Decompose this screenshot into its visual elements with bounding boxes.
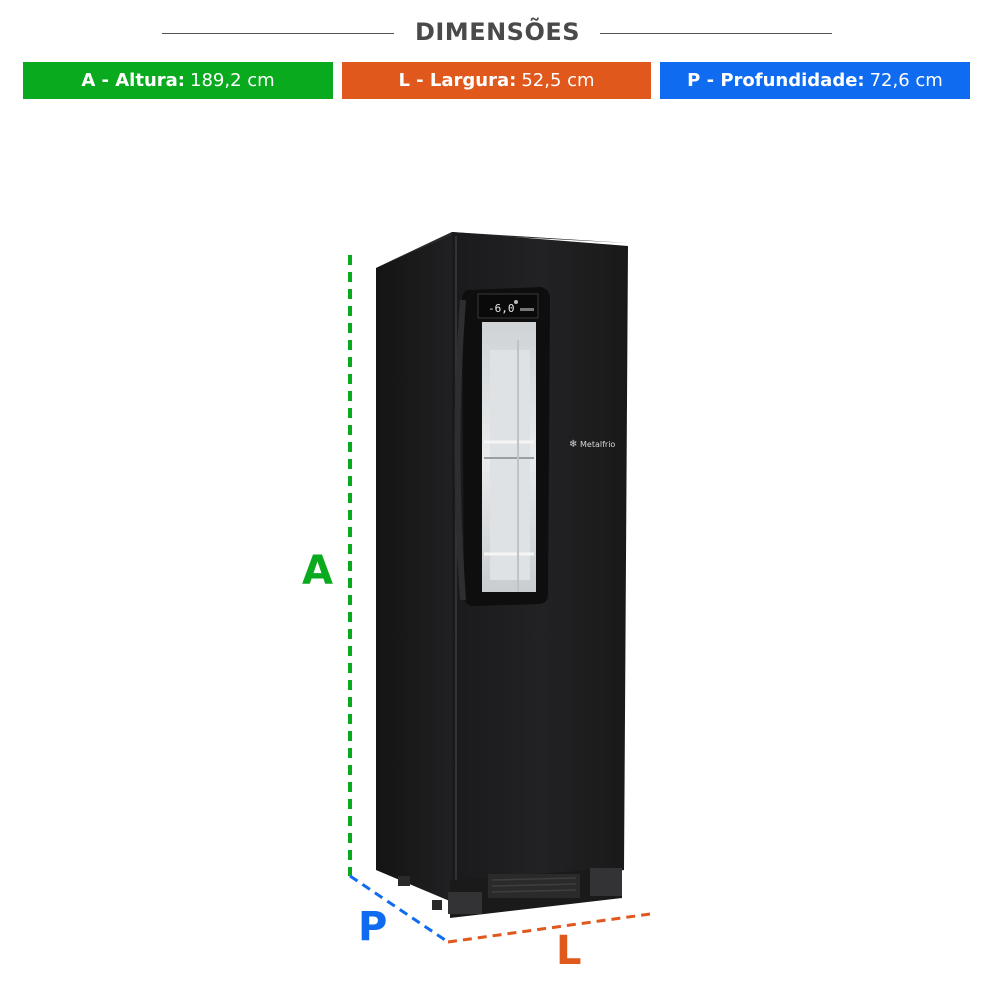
depth-badge: P - Profundidade: 72,6 cm	[660, 62, 970, 99]
heading-rule-left	[162, 33, 394, 34]
depth-axis-letter: P	[358, 904, 388, 950]
door-handle	[454, 299, 466, 601]
foot-back	[398, 876, 410, 886]
height-value: 189,2 cm	[190, 70, 275, 91]
depth-value: 72,6 cm	[869, 70, 943, 91]
height-badge: A - Altura: 189,2 cm	[23, 62, 333, 99]
grill-slat-3	[491, 889, 577, 893]
display-button-icon	[514, 300, 518, 304]
depth-label: P - Profundidade:	[687, 70, 865, 91]
display-panel	[477, 293, 539, 319]
foot-side	[432, 900, 442, 910]
height-label: A - Altura:	[81, 70, 185, 91]
interior-back	[490, 350, 530, 580]
display-indicator	[520, 308, 534, 311]
snowflake-icon: ❄	[569, 439, 577, 450]
display-temperature: -6,0	[488, 302, 515, 315]
heading-rule-right	[600, 33, 832, 34]
height-axis-letter: A	[302, 548, 333, 594]
grill-slat-1	[491, 877, 577, 881]
foot-front-right	[590, 868, 622, 896]
brand-logo: Metalfrio	[580, 440, 615, 449]
width-dimension-line	[447, 912, 651, 944]
width-value: 52,5 cm	[521, 70, 595, 91]
width-axis-letter: L	[556, 928, 582, 974]
width-label: L - Largura:	[398, 70, 517, 91]
dimensions-header: DIMENSÕES	[0, 18, 1000, 52]
width-badge: L - Largura: 52,5 cm	[342, 62, 651, 99]
foot-front-left	[448, 892, 482, 914]
depth-dimension-line	[349, 874, 449, 944]
fridge-side-panel	[376, 232, 452, 902]
page-title: DIMENSÕES	[414, 18, 581, 46]
grill-slat-2	[491, 883, 577, 887]
